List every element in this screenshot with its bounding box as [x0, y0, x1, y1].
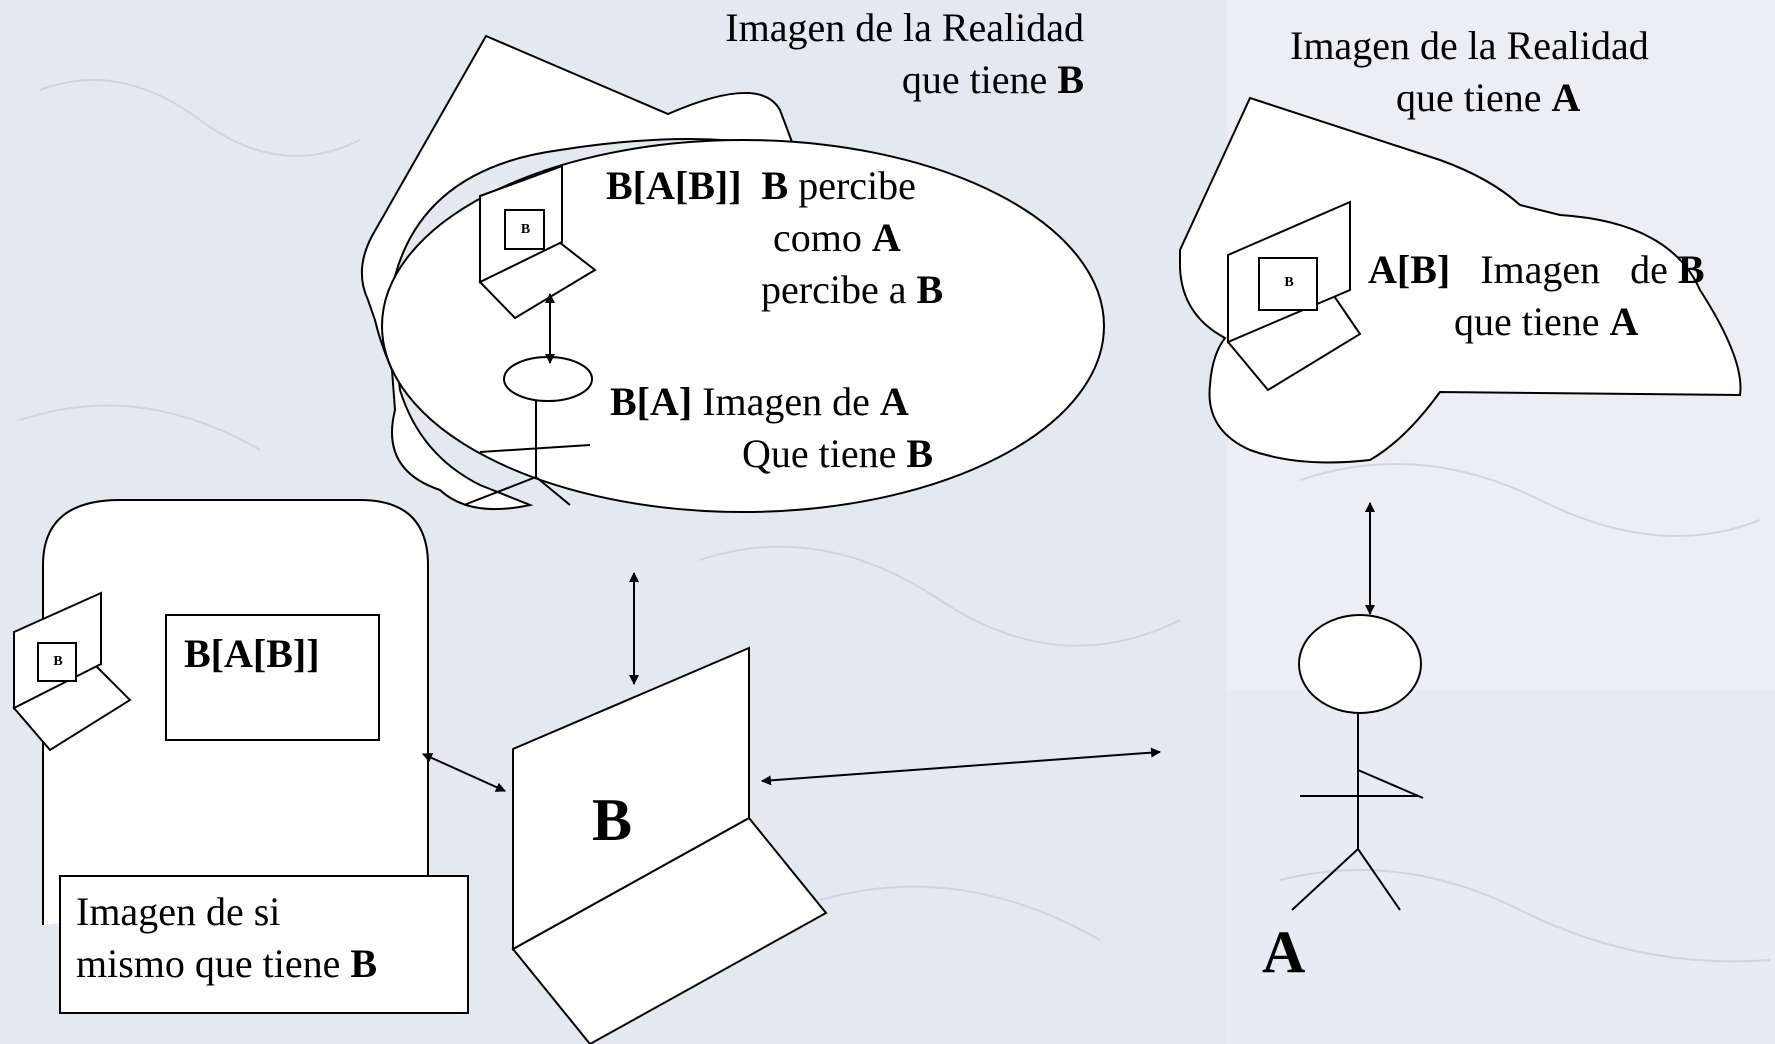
double-arrow-icons — [422, 293, 1375, 792]
computer-b-label: B — [592, 787, 633, 853]
ab-label: A[B] Imagen de B que tiene A — [1368, 244, 1705, 348]
stick-figure-icon-ellipse — [463, 356, 593, 506]
reality-b-line2-bold: B — [1057, 57, 1084, 102]
self-code-box — [165, 614, 380, 741]
reality-b-line2-text: que tiene — [901, 57, 1058, 102]
stick-figure-icon-a — [1291, 614, 1424, 911]
reality-a-line2-text: que tiene — [1396, 75, 1552, 120]
babb-label: B[A[B]] B percibe como A percibe a B — [606, 160, 943, 316]
small-computer-icon-ellipse — [478, 164, 597, 320]
mini-b-self-label: B — [53, 654, 63, 669]
ab-b1: B — [1677, 247, 1705, 292]
ba-t1: Imagen de — [692, 379, 880, 424]
ab-b2: A — [1609, 299, 1639, 344]
self-image-line2-text: mismo que tiene — [76, 941, 351, 986]
reality-a-line1: Imagen de la Realidad — [1290, 23, 1649, 68]
babb-b3: B — [916, 267, 944, 312]
ba-b2: B — [906, 431, 934, 476]
small-computer-icon-cloud-a — [1226, 200, 1362, 392]
reality-a-line2-bold: A — [1551, 75, 1581, 120]
ba-code: B[A] — [610, 379, 693, 424]
background-texture — [19, 79, 1771, 1001]
background-right-lower — [1226, 690, 1775, 1044]
babb-b2: A — [871, 215, 901, 260]
self-code-label: B[A[B]] — [184, 631, 320, 676]
babb-t2: como — [773, 215, 872, 260]
ba-t2: Que tiene — [742, 431, 907, 476]
self-image-label-box — [59, 875, 469, 1014]
small-computer-icon-self — [12, 591, 132, 752]
ab-code: A[B] — [1368, 247, 1451, 292]
reality-b-label: Imagen de la Realidad que tiene B — [654, 2, 1084, 106]
reality-b-line1: Imagen de la Realidad — [725, 5, 1084, 50]
babb-b1: B — [761, 163, 789, 208]
self-image-line2-bold: B — [350, 941, 378, 986]
babb-t1: percibe — [788, 163, 916, 208]
mini-b-ellipse-label: B — [520, 222, 531, 237]
computer-b-icon — [511, 646, 828, 1044]
babb-t3: percibe a — [761, 267, 917, 312]
ab-t2: que tiene — [1454, 299, 1610, 344]
ba-b1: A — [879, 379, 909, 424]
mini-b-cloud-a-label: B — [1284, 275, 1294, 290]
person-a-label: A — [1262, 919, 1306, 985]
cloud-reality-a — [1179, 96, 1742, 464]
babb-code: B[A[B]] — [606, 163, 742, 208]
reality-a-label: Imagen de la Realidad que tiene A — [1290, 20, 1740, 124]
self-image-label: Imagen de si mismo que tiene B — [76, 886, 377, 990]
arrow-self-to-computer — [422, 753, 506, 792]
arrow-computer-to-person — [761, 747, 1161, 786]
ab-t1: Imagen de — [1450, 247, 1678, 292]
ba-label: B[A] Imagen de A Que tiene B — [610, 376, 933, 480]
self-image-line1: Imagen de si — [76, 889, 281, 934]
